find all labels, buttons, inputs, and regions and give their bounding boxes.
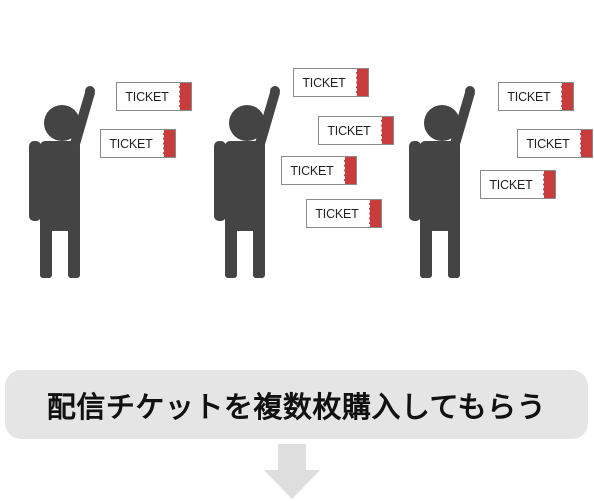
ticket-stub — [580, 130, 592, 157]
ticket: TICKET — [116, 82, 192, 111]
ticket-stub — [179, 83, 191, 110]
ticket: TICKET — [498, 82, 574, 111]
ticket: TICKET — [306, 199, 382, 228]
ticket-label: TICKET — [315, 206, 359, 221]
caption-text: 配信チケットを複数枚購入してもらう — [46, 389, 547, 424]
ticket: TICKET — [100, 129, 176, 158]
person-raising-hand-icon — [214, 86, 280, 278]
ticket: TICKET — [517, 129, 593, 158]
ticket-stub — [344, 157, 356, 184]
ticket-label: TICKET — [327, 123, 371, 138]
ticket-label: TICKET — [507, 89, 551, 104]
ticket-stub — [561, 83, 573, 110]
ticket-label: TICKET — [526, 136, 570, 151]
ticket-label: TICKET — [302, 75, 346, 90]
ticket-stub — [163, 130, 175, 157]
ticket: TICKET — [318, 116, 394, 145]
ticket: TICKET — [293, 68, 369, 97]
ticket: TICKET — [480, 170, 556, 199]
ticket-label: TICKET — [489, 177, 533, 192]
people-figures — [29, 86, 475, 278]
ticket-stub — [369, 200, 381, 227]
person-raising-hand-icon — [29, 86, 95, 278]
arrow-down-icon — [264, 444, 320, 499]
caption-banner: 配信チケットを複数枚購入してもらう — [5, 370, 588, 439]
ticket-stub — [543, 171, 555, 198]
ticket-label: TICKET — [290, 163, 334, 178]
ticket: TICKET — [281, 156, 357, 185]
ticket-stub — [356, 69, 368, 96]
ticket-label: TICKET — [125, 89, 169, 104]
person-raising-hand-icon — [409, 86, 475, 278]
ticket-label: TICKET — [109, 136, 153, 151]
ticket-stub — [381, 117, 393, 144]
